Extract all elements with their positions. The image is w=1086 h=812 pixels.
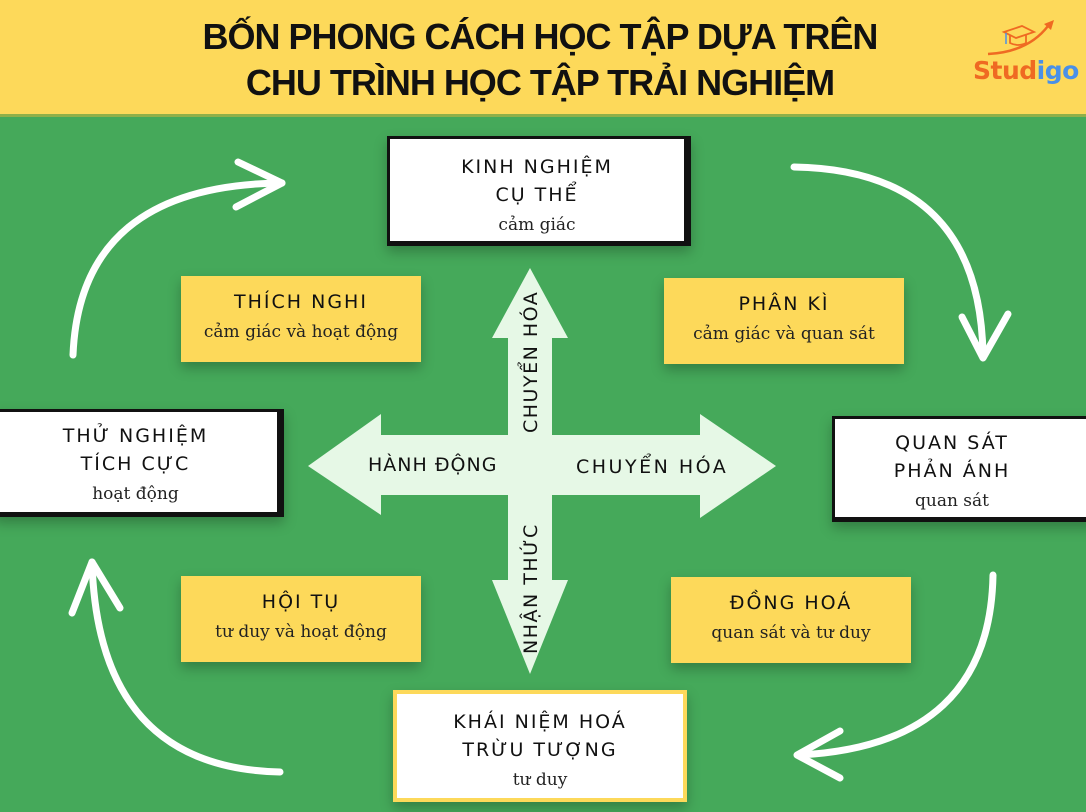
arrow-label-right: CHUYỂN HÓA — [576, 456, 729, 478]
style-title: HỘI TỤ — [261, 591, 341, 613]
stage-title: KINH NGHIỆM — [461, 156, 613, 178]
logo-text-blue: igo — [1036, 56, 1080, 85]
stage-title: KHÁI NIỆM HOÁ — [453, 711, 627, 733]
style-subtitle: cảm giác và quan sát — [693, 324, 875, 344]
stage-concrete-experience: KINH NGHIỆM CỤ THỂ cảm giác — [387, 136, 691, 246]
title-line-1: BỐN PHONG CÁCH HỌC TẬP DỰA TRÊN — [202, 16, 879, 57]
stage-subtitle: tư duy — [512, 770, 568, 790]
style-accommodating: THÍCH NGHI cảm giác và hoạt động — [181, 276, 421, 362]
stage-active-experimentation: THỬ NGHIỆM TÍCH CỰC hoạt động — [0, 409, 284, 517]
stage-subtitle: quan sát — [914, 491, 989, 511]
style-title: THÍCH NGHI — [234, 291, 368, 313]
graduation-cap-rising-arrow-icon — [987, 20, 1054, 56]
style-title: PHÂN KÌ — [738, 293, 830, 315]
stage-title: CỤ THỂ — [495, 184, 579, 206]
title-line-2: CHU TRÌNH HỌC TẬP TRẢI NGHIỆM — [245, 62, 835, 103]
stage-title: TRỪU TƯỢNG — [462, 739, 618, 761]
cycle-arrow-bottom-right — [796, 571, 997, 759]
stage-abstract-conceptualization: KHÁI NIỆM HOÁ TRỪU TƯỢNG tư duy — [393, 690, 687, 802]
style-subtitle: quan sát và tư duy — [711, 623, 871, 643]
cycle-arrow-bottom-left — [88, 558, 284, 776]
logo-wordmark: Studigo — [973, 56, 1079, 85]
style-converging: HỘI TỤ tư duy và hoạt động — [181, 576, 421, 662]
stage-reflective-observation: QUAN SÁT PHẢN ÁNH quan sát — [832, 416, 1086, 522]
cycle-arrow-top-right — [790, 163, 987, 359]
style-subtitle: tư duy và hoạt động — [215, 622, 387, 642]
header-banner: BỐN PHONG CÁCH HỌC TẬP DỰA TRÊN CHU TRÌN… — [0, 0, 1086, 117]
style-diverging: PHÂN KÌ cảm giác và quan sát — [664, 278, 904, 364]
arrow-label-left: HÀNH ĐỘNG — [368, 454, 498, 476]
arrow-label-down: NHẬN THỨC — [520, 523, 542, 654]
stage-title: QUAN SÁT — [895, 432, 1009, 454]
style-subtitle: cảm giác và hoạt động — [203, 322, 399, 342]
logo-text-orange: Stud — [973, 56, 1037, 85]
style-title: ĐỒNG HOÁ — [729, 592, 853, 614]
page-title: BỐN PHONG CÁCH HỌC TẬP DỰA TRÊN CHU TRÌN… — [130, 14, 950, 106]
cross-arrow-shape — [308, 268, 776, 674]
stage-title: THỬ NGHIỆM — [62, 425, 209, 447]
arrow-label-up: CHUYỂN HÓA — [520, 290, 542, 433]
stage-subtitle: hoạt động — [92, 484, 179, 504]
stage-title: PHẢN ÁNH — [893, 460, 1011, 482]
stage-title: TÍCH CỰC — [80, 453, 191, 475]
studigo-logo: Studigo — [968, 18, 1079, 98]
stage-subtitle: cảm giác — [498, 215, 576, 235]
style-assimilating: ĐỒNG HOÁ quan sát và tư duy — [671, 577, 911, 663]
cycle-arrow-top-left — [69, 179, 286, 359]
